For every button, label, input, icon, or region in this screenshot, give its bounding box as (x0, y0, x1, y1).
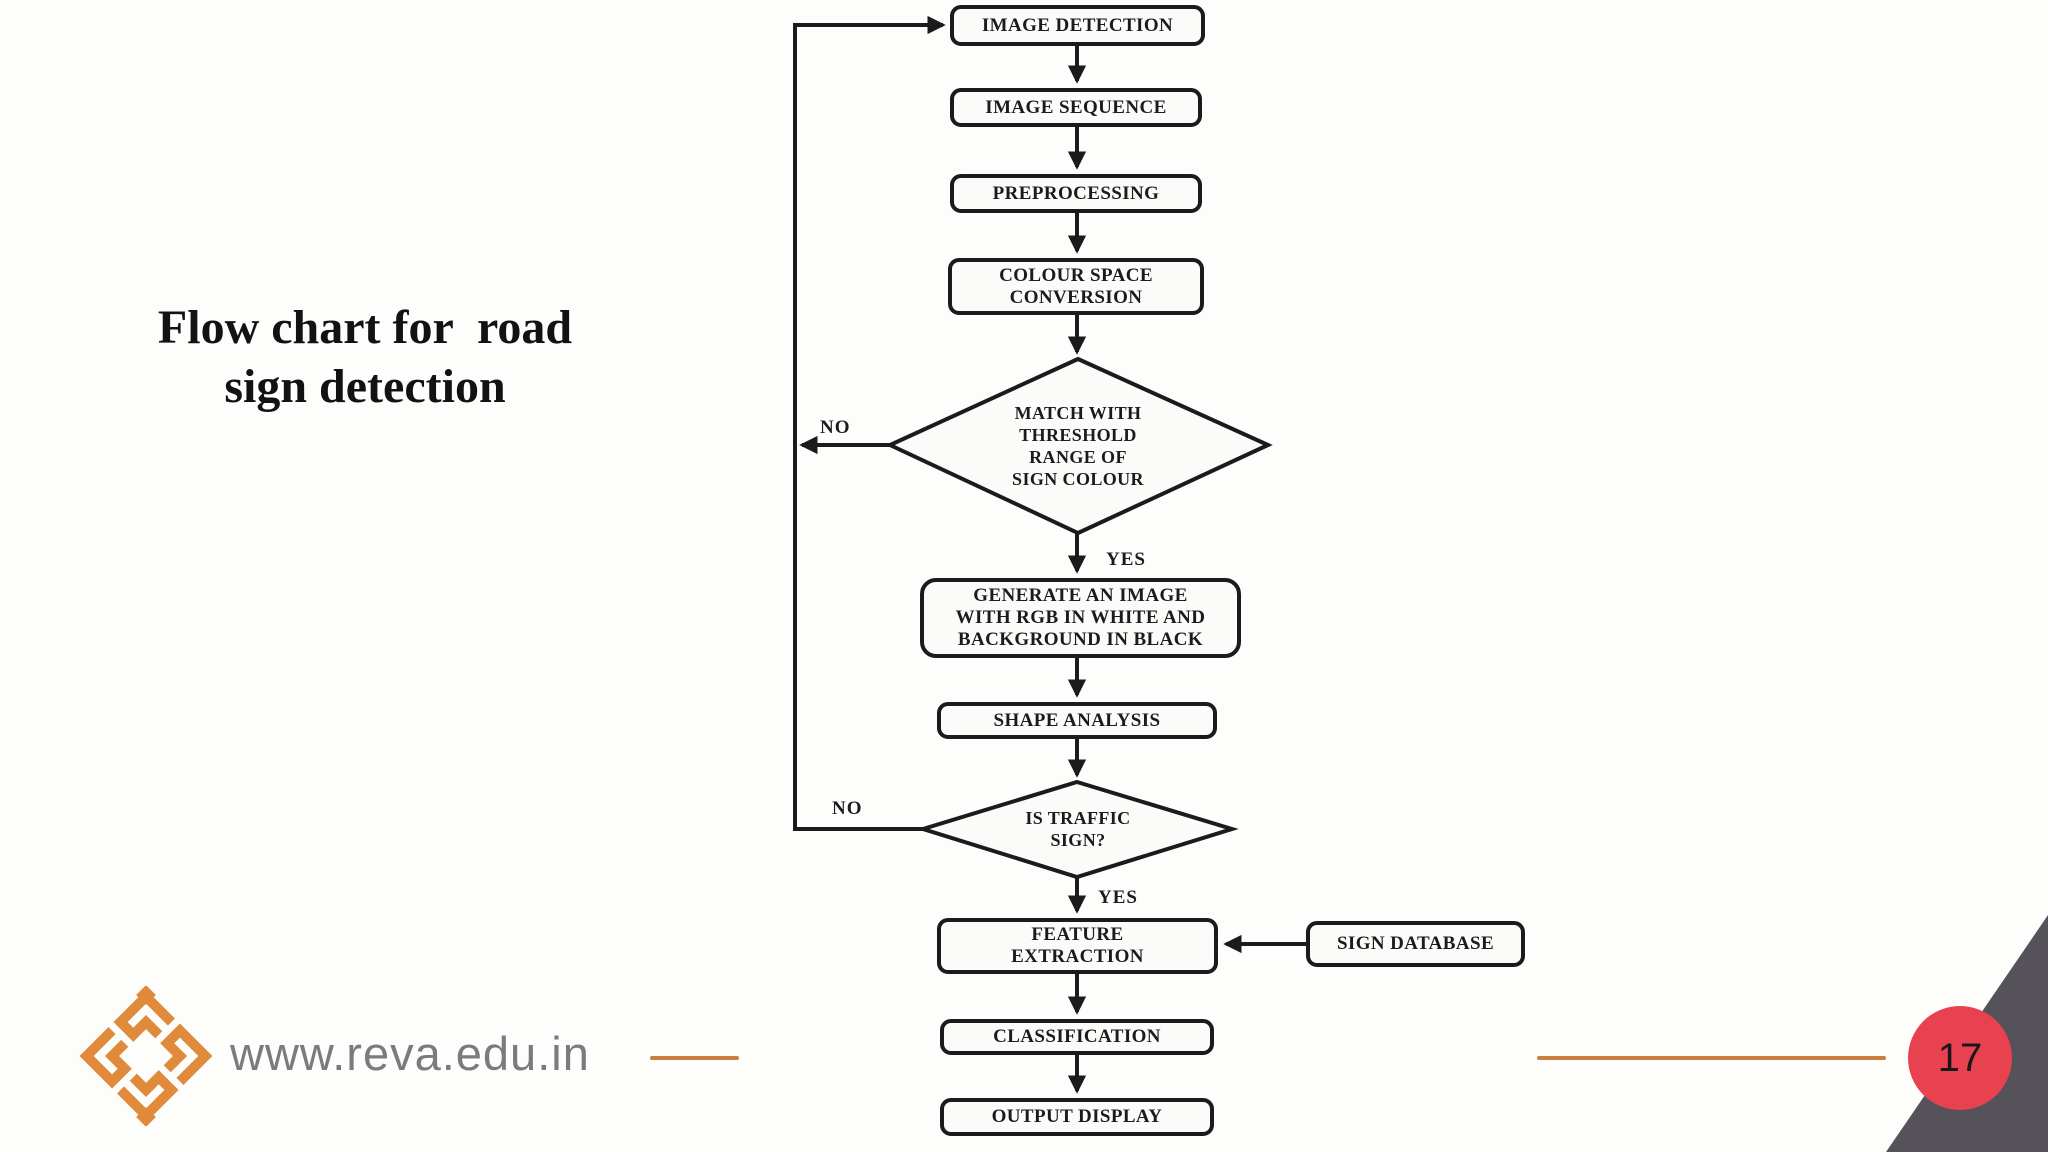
decision-label-match-threshold: MATCH WITH THRESHOLD RANGE OF SIGN COLOU… (1012, 403, 1144, 489)
edge-label-yes-2: YES (1098, 887, 1138, 908)
loop-line-back-to-detection (793, 15, 946, 831)
decision-label-is-traffic-sign: IS TRAFFIC SIGN? (1025, 808, 1131, 850)
page-number-badge: 17 (1908, 1006, 2012, 1110)
node-generate-image: GENERATE AN IMAGE WITH RGB IN WHITE AND … (920, 578, 1241, 658)
edge-label-yes-1: YES (1106, 549, 1146, 570)
node-output-display: OUTPUT DISPLAY (940, 1098, 1214, 1136)
node-image-detection: IMAGE DETECTION (950, 5, 1205, 46)
reva-logo-icon (79, 986, 213, 1126)
node-image-sequence: IMAGE SEQUENCE (950, 88, 1202, 127)
node-colour-space-conversion: COLOUR SPACE CONVERSION (948, 258, 1204, 315)
node-shape-analysis: SHAPE ANALYSIS (937, 702, 1217, 739)
decision-diamond-match-threshold (885, 356, 1273, 536)
node-preprocessing: PREPROCESSING (950, 174, 1202, 213)
node-feature-extraction: FEATURE EXTRACTION (937, 918, 1218, 974)
orange-divider-right (1537, 1056, 1886, 1060)
page-number: 17 (1937, 1035, 1983, 1080)
edge-label-no-2: NO (832, 798, 863, 819)
node-classification: CLASSIFICATION (940, 1019, 1214, 1055)
website-url: www.reva.edu.in (230, 1027, 590, 1080)
page-title: Flow chart for road sign detection (157, 301, 573, 413)
orange-divider-left (650, 1056, 739, 1060)
decision-diamond-is-traffic-sign (916, 779, 1239, 880)
edge-label-no-1: NO (820, 417, 851, 438)
node-sign-database: SIGN DATABASE (1306, 921, 1525, 967)
